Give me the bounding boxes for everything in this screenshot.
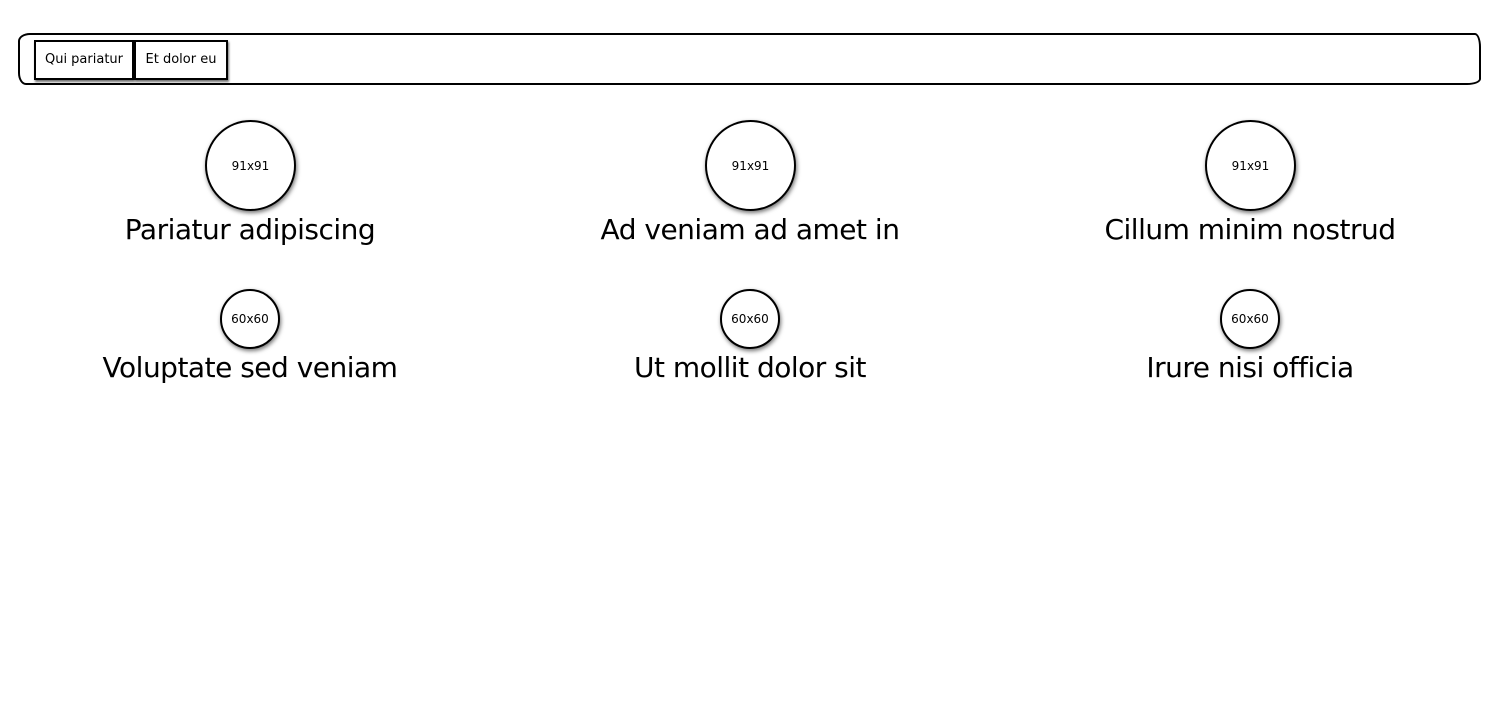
image-placeholder: 60x60 — [720, 289, 780, 349]
image-placeholder: 91x91 — [205, 120, 296, 211]
card-title: Cillum minim nostrud — [1104, 213, 1396, 246]
image-placeholder: 91x91 — [1205, 120, 1296, 211]
image-placeholder: 60x60 — [220, 289, 280, 349]
nav-button-qui-pariatur[interactable]: Qui pariatur — [34, 40, 134, 80]
image-placeholder: 91x91 — [705, 120, 796, 211]
card-title: Ad veniam ad amet in — [600, 213, 900, 246]
nav-button-et-dolor-eu[interactable]: Et dolor eu — [134, 40, 228, 80]
card-title: Pariatur adipiscing — [124, 213, 376, 246]
card-title: Irure nisi officia — [1146, 351, 1354, 384]
card-title: Ut mollit dolor sit — [633, 351, 867, 384]
top-navbar: Qui pariatur Et dolor eu — [18, 33, 1481, 85]
card-title: Voluptate sed veniam — [102, 351, 398, 384]
image-placeholder: 60x60 — [1220, 289, 1280, 349]
